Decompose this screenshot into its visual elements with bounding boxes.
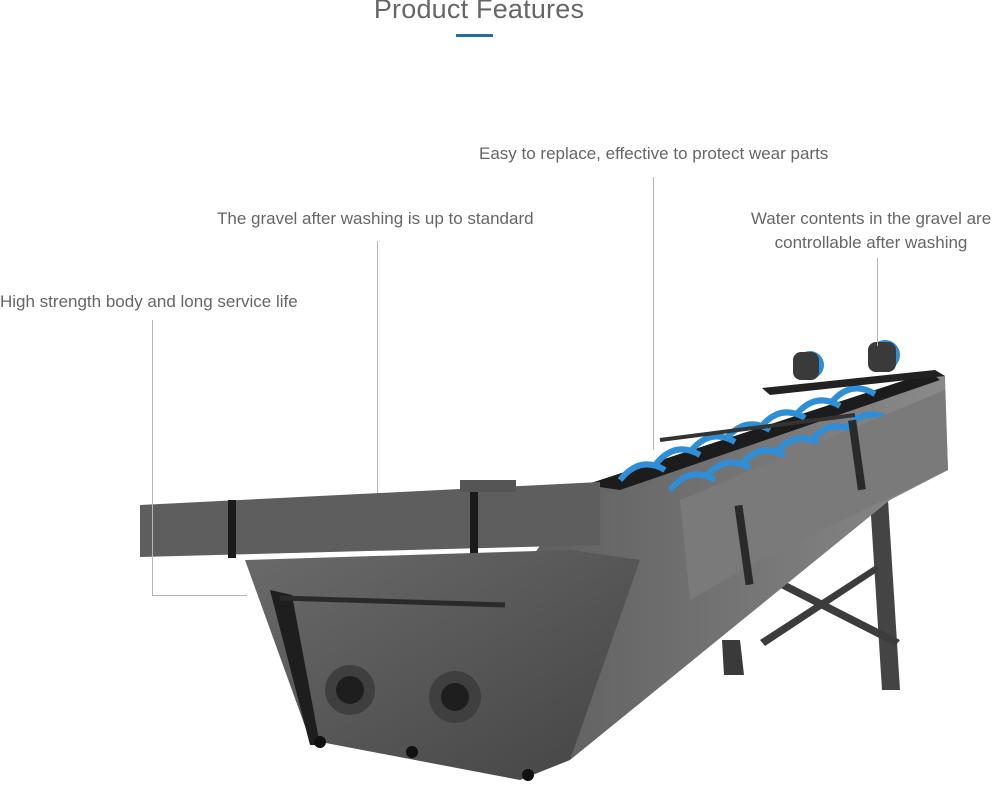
feature-label-gravel-standard: The gravel after washing is up to standa… bbox=[217, 209, 534, 228]
leader-line-water-content bbox=[877, 258, 878, 346]
title-underline bbox=[456, 34, 493, 37]
leader-line-high-strength-horizontal bbox=[152, 595, 247, 596]
feature-label-water-content-line1: Water contents in the gravel are bbox=[750, 209, 992, 228]
leader-line-wear-parts bbox=[653, 177, 654, 450]
section-title: Product Features bbox=[373, 0, 585, 24]
leader-line-gravel-standard bbox=[377, 241, 378, 493]
leader-line-high-strength bbox=[152, 320, 153, 596]
feature-label-wear-parts: Easy to replace, effective to protect we… bbox=[479, 144, 829, 163]
feature-label-high-strength: High strength body and long service life bbox=[0, 292, 298, 311]
feature-label-water-content-line2: controllable after washing bbox=[774, 233, 968, 252]
feature-label-water-content: Water contents in the gravel are control… bbox=[740, 207, 999, 255]
